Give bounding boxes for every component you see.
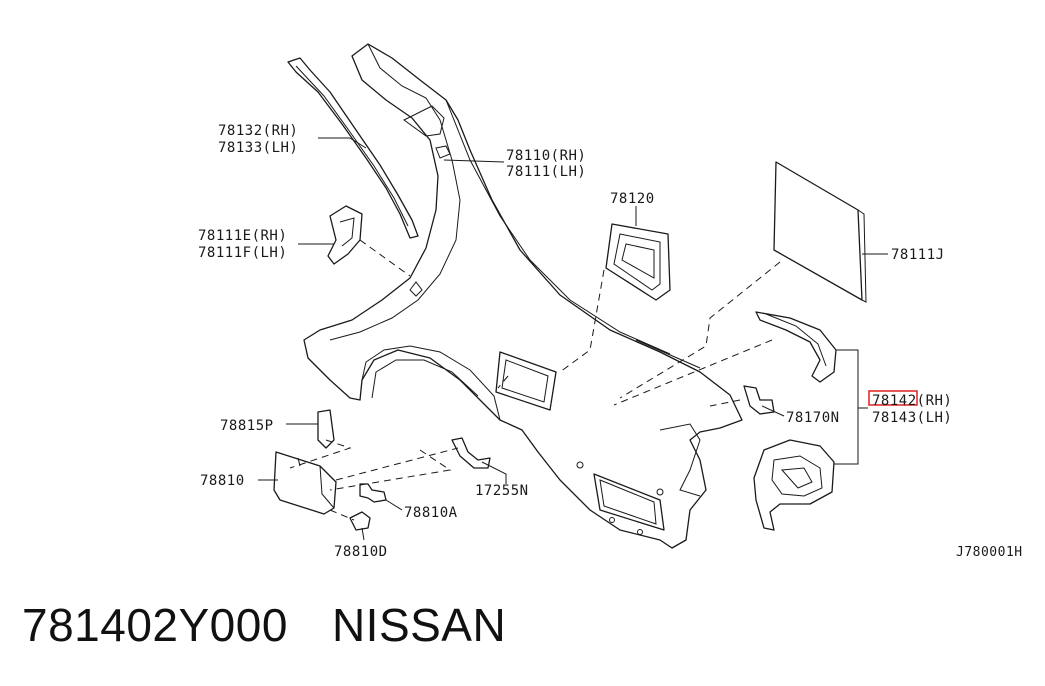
label-78815P: 78815P <box>220 418 274 434</box>
assembly-lines <box>289 239 781 521</box>
label-78111: 78111(LH) <box>506 164 586 180</box>
label-78133: 78133(LH) <box>218 140 298 156</box>
label-78132: 78132(RH) <box>218 123 298 139</box>
part-labels: 78132(RH) 78133(LH) 78110(RH) 78111(LH) … <box>198 123 1023 560</box>
label-78143: 78143(LH) <box>872 410 952 426</box>
label-78120: 78120 <box>610 191 655 207</box>
pillar-strip-part <box>287 57 419 239</box>
screw-78810A-part <box>359 483 387 503</box>
parts-diagram: 78132(RH) 78133(LH) 78110(RH) 78111(LH) … <box>198 43 1023 560</box>
leader-lines <box>258 137 888 541</box>
label-78170N: 78170N <box>786 410 840 426</box>
extension-lower-part <box>753 439 835 531</box>
bracket-78815P-part <box>317 409 335 449</box>
extension-upper-part <box>755 311 837 383</box>
clip-78170N-part <box>743 385 775 415</box>
fuel-lid-part <box>273 451 337 515</box>
label-78111J: 78111J <box>891 247 945 263</box>
label-78142: 78142(RH) <box>872 393 952 409</box>
part-number: 781402Y000 <box>22 599 288 651</box>
quarter-panel-part <box>303 43 743 549</box>
label-78810D: 78810D <box>334 544 388 560</box>
label-78810A: 78810A <box>404 505 458 521</box>
sheet-78111J-part <box>773 161 867 303</box>
clamp-17255N-part <box>451 437 491 469</box>
brand-name: NISSAN <box>331 599 507 651</box>
highlight-box <box>868 390 918 406</box>
label-78810: 78810 <box>200 473 245 489</box>
label-78110: 78110(RH) <box>506 148 586 164</box>
bumper-78810D-part <box>349 511 371 531</box>
bracket-78111E-part <box>327 205 363 265</box>
label-78111E: 78111E(RH) <box>198 228 287 244</box>
label-78111F: 78111F(LH) <box>198 245 287 261</box>
label-17255N: 17255N <box>475 483 529 499</box>
diagram-code: J780001H <box>956 545 1023 560</box>
part-caption: 781402Y000 NISSAN <box>22 598 506 652</box>
filler-pocket-part <box>605 223 671 301</box>
